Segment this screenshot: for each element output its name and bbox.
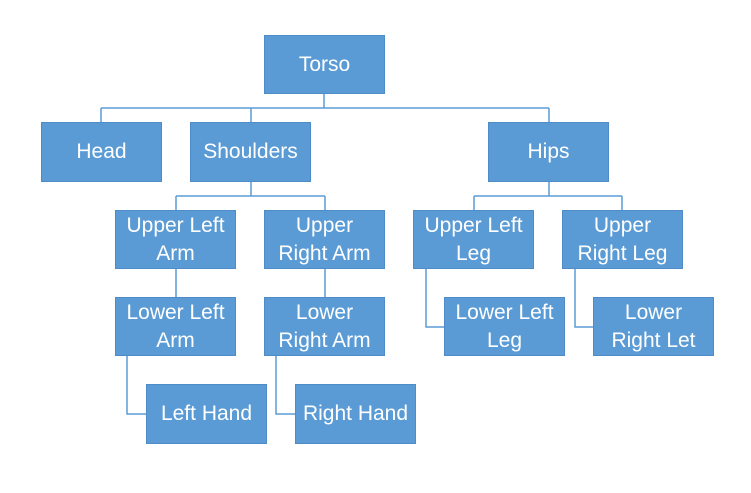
connector-to-lower-right-let <box>574 269 593 328</box>
node-upper-left-arm: Upper Left Arm <box>115 210 236 269</box>
node-upper-right-leg: Upper Right Leg <box>562 210 683 269</box>
node-head: Head <box>41 122 162 182</box>
node-right-hand: Right Hand <box>295 384 416 444</box>
connector-to-left-hand <box>126 356 146 415</box>
node-lower-left-leg: Lower Left Leg <box>444 297 565 356</box>
node-lower-left-arm: Lower Left Arm <box>115 297 236 356</box>
node-shoulders: Shoulders <box>190 122 311 182</box>
connector-to-lower-left-leg <box>425 269 444 328</box>
node-lower-right-let: Lower Right Let <box>593 297 714 356</box>
connector-to-right-hand <box>275 356 295 415</box>
node-upper-left-leg: Upper Left Leg <box>413 210 534 269</box>
node-left-hand: Left Hand <box>146 384 267 444</box>
node-hips: Hips <box>488 122 609 182</box>
node-torso: Torso <box>264 35 385 94</box>
node-lower-right-arm: Lower Right Arm <box>264 297 385 356</box>
node-upper-right-arm: Upper Right Arm <box>264 210 385 269</box>
